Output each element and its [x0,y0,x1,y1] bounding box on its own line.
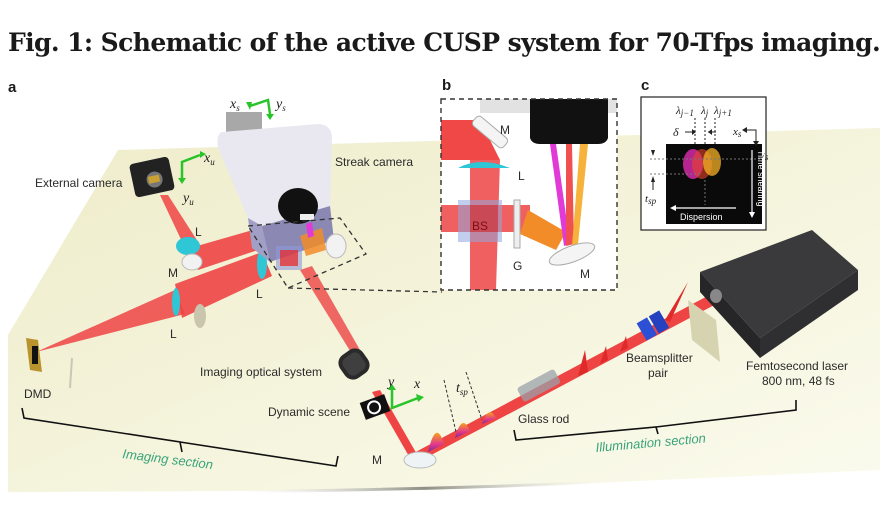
mirror [181,253,203,271]
pulse [665,282,688,322]
mirror [325,233,347,259]
xs-label: xs [229,97,240,113]
femtosecond-laser [688,230,858,362]
laser-label-1: Femtosecond laser [746,359,848,373]
beamsplitter-pair-label-2: pair [648,366,668,380]
panel-b [440,98,618,291]
mirror [471,115,509,149]
tsp-marker-right [465,371,483,421]
glass-rod-label: Glass rod [518,412,569,426]
laser-label-2: 800 nm, 48 fs [762,374,835,388]
pulse-train [428,282,688,452]
external-camera-label: External camera [35,176,123,190]
spectral-line-orange [572,144,588,246]
x-axis-label: x [413,377,421,392]
external-camera [129,156,175,198]
mirror-label: M [372,453,382,467]
panel-c [640,96,767,231]
beamsplitter-pair [636,310,670,341]
glass-rod [517,369,561,402]
mirror-label: M [168,266,178,280]
spectral-line-red [566,144,574,246]
xs-ys-axes [246,98,274,120]
beam-lower-relay [175,252,272,318]
dispersed-beam [520,210,566,250]
panel-c-tsp-label: tsp [645,193,657,206]
beam [441,120,500,160]
streak-camera-input [530,99,608,144]
panel-b-lens-label: L [518,169,525,183]
delta-label: δ [673,125,679,139]
lens [172,288,180,316]
panel-label-b: b [442,77,451,94]
time-shearing-label: Time shearing [756,150,766,207]
pulse [428,432,444,452]
pulse [600,346,608,364]
lambda-label: λj [700,105,709,118]
dmd [26,338,42,372]
panel-b-bs-label: BS [472,219,488,233]
pulse [482,412,496,424]
figure-title: Fig. 1: Schematic of the active CUSP sys… [8,28,881,57]
table-edge-shadow [229,479,621,494]
lens-label: L [170,327,177,341]
lambda-prev-label: λj−1 [675,105,694,118]
lens-label: L [256,287,263,301]
dynamic-scene-label: Dynamic scene [268,405,350,419]
beam-dmd-to-lens [36,290,185,352]
beam-scene-to-streak [300,266,360,354]
beam-overlap [470,205,498,232]
tsp-label: tsp [456,381,468,397]
imaging-optical-system-label: Imaging optical system [200,365,322,379]
panel-label-a: a [8,79,17,96]
tsp-marker-left [443,379,457,433]
y-axis-label: y [386,375,395,390]
lens [458,162,510,168]
panel-c-xs-label: xs [732,126,742,139]
yu-label: yu [181,191,194,207]
pulse [455,422,470,438]
spectral-beams [306,222,314,238]
pulse [578,350,588,376]
grating [513,199,521,249]
mirror [403,451,437,469]
beamsplitter-pair-label-1: Beamsplitter [626,351,693,365]
lens [176,237,200,255]
panel-b-mirror-bottom-label: M [580,267,590,281]
panel-b-grating-label: G [513,259,522,273]
pulse [620,336,628,352]
spectral-image-yellow [703,148,721,176]
detail-region-box [246,217,367,289]
imaging-optical-system [338,348,370,380]
dispersion-label: Dispersion [680,212,723,222]
spectral-beams [300,228,326,256]
lens-label: L [195,225,202,239]
panel-label-c: c [641,77,649,94]
imaging-section-brace [21,407,339,467]
panel-b-border [440,98,618,291]
xu-label: xu [203,151,215,167]
beam-overlap [280,250,298,266]
dmd-label: DMD [24,387,52,401]
illumination-section-brace [513,400,797,441]
dynamic-scene [359,394,391,420]
beam-external-camera [160,195,200,250]
xu-yu-axes [178,151,206,184]
lambda-next-label: λj+1 [713,105,732,118]
streak-camera-label: Streak camera [335,155,413,169]
panel-c-ys-label: ys [759,149,769,162]
detail-connector [287,287,443,293]
ys-label: ys [274,97,286,113]
dmd-shadow [69,357,73,389]
lens-shadow [194,304,206,328]
spectral-line-magenta [550,144,570,246]
mirror [548,242,596,266]
xy-axes [388,384,424,410]
panel-b-mirror-label: M [500,123,510,137]
